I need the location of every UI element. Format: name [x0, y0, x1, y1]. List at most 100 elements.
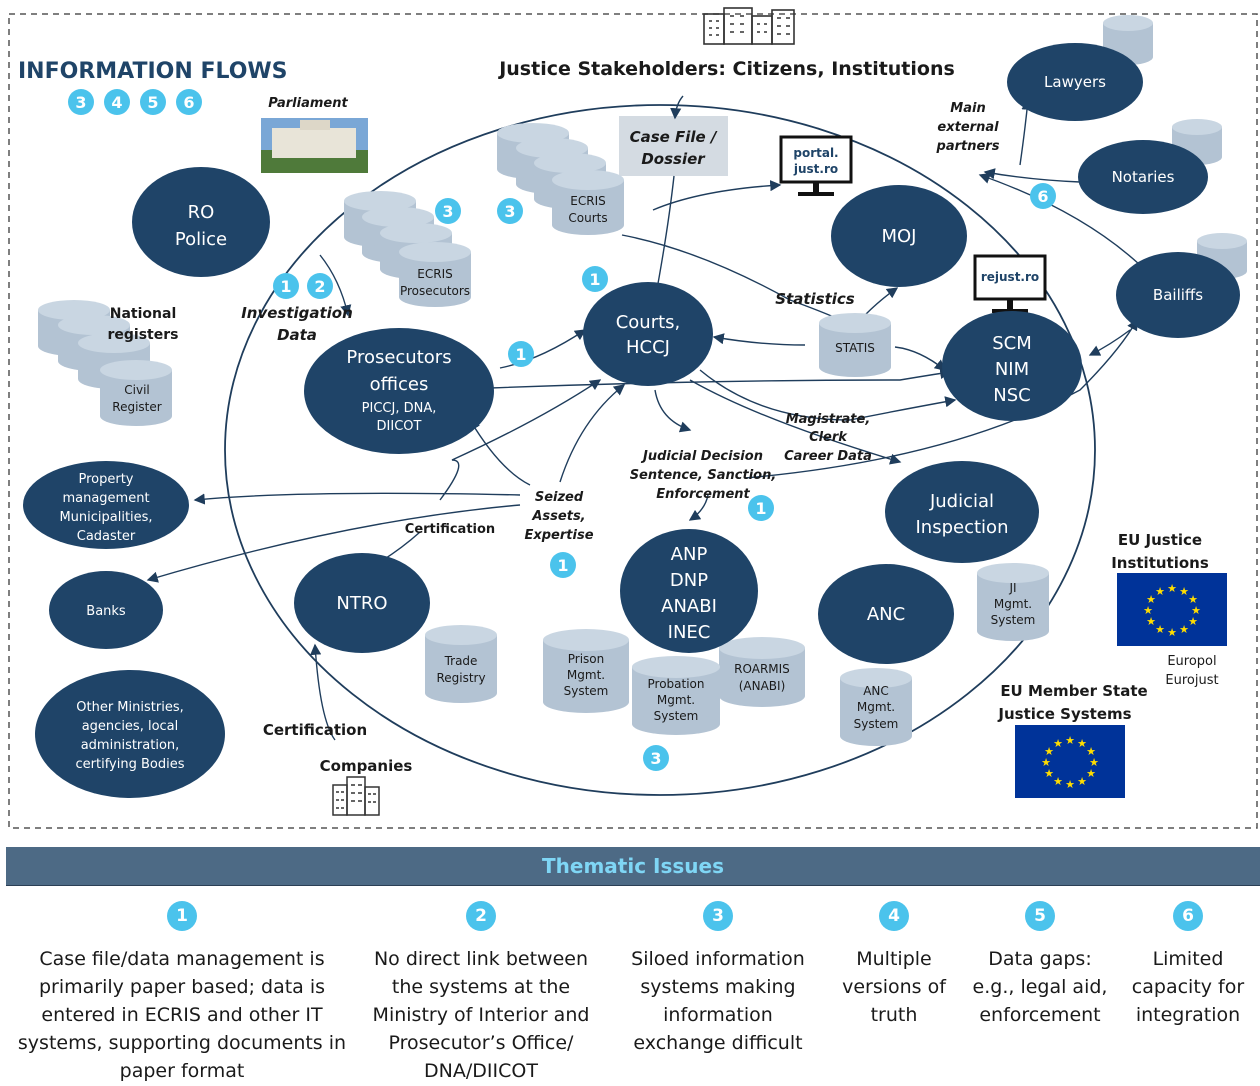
- svg-text:System: System: [991, 613, 1036, 627]
- svg-text:RO: RO: [188, 202, 215, 223]
- issue-text: Limited capacity for integration: [1131, 948, 1245, 1026]
- svg-text:Dossier: Dossier: [641, 150, 706, 168]
- node-judicial-inspection: Judicial Inspection: [885, 461, 1039, 563]
- svg-text:Case File /: Case File /: [630, 128, 718, 146]
- svg-text:Investigation: Investigation: [241, 304, 353, 322]
- svg-text:INEC: INEC: [668, 622, 711, 643]
- svg-text:★: ★: [1155, 585, 1165, 598]
- svg-text:★: ★: [1167, 626, 1177, 639]
- svg-text:Municipalities,: Municipalities,: [59, 510, 152, 525]
- svg-text:★: ★: [1155, 623, 1165, 636]
- svg-text:HCCJ: HCCJ: [626, 337, 670, 358]
- svg-text:1: 1: [589, 270, 600, 289]
- national-registers-database: Civil Register: [38, 300, 172, 426]
- issue-number-badge: 6: [1173, 901, 1203, 931]
- node-scm-nim-nsc: SCM NIM NSC: [942, 311, 1082, 421]
- svg-text:System: System: [564, 684, 609, 698]
- svg-text:Europol: Europol: [1167, 654, 1216, 669]
- svg-text:Inspection: Inspection: [916, 517, 1009, 538]
- svg-text:EU Member State: EU Member State: [1000, 682, 1147, 700]
- svg-text:just.ro: just.ro: [793, 162, 838, 176]
- svg-text:ANP: ANP: [671, 544, 708, 565]
- issue-text: Data gaps: e.g., legal aid, enforcement: [972, 948, 1108, 1026]
- eu-flag-icon: ★★★★★★★★★★★★: [1117, 573, 1227, 646]
- svg-text:PICCJ, DNA,: PICCJ, DNA,: [362, 401, 437, 416]
- svg-text:Other Ministries,: Other Ministries,: [76, 700, 183, 715]
- node-moj: MOJ: [831, 185, 967, 287]
- svg-text:★: ★: [1146, 593, 1156, 606]
- node-ntro: NTRO: [294, 553, 430, 653]
- svg-text:Mgmt.: Mgmt.: [567, 668, 605, 682]
- node-ro-police: RO Police: [132, 167, 270, 277]
- svg-text:Courts: Courts: [568, 211, 607, 225]
- svg-text:Seized: Seized: [535, 490, 584, 505]
- node-courts-hccj: Courts, HCCJ: [583, 282, 713, 386]
- svg-text:Mgmt.: Mgmt.: [657, 693, 695, 707]
- svg-text:Lawyers: Lawyers: [1044, 73, 1106, 91]
- svg-text:Mgmt.: Mgmt.: [857, 700, 895, 714]
- svg-text:Prison: Prison: [568, 652, 605, 666]
- svg-text:portal.: portal.: [793, 146, 838, 160]
- companies-building-icon: [332, 776, 380, 816]
- svg-text:Expertise: Expertise: [524, 528, 593, 543]
- svg-text:STATIS: STATIS: [835, 341, 875, 355]
- svg-text:★: ★: [1179, 623, 1189, 636]
- issue-text: No direct link between the systems at th…: [372, 948, 590, 1082]
- issue-text: Case file/data management is primarily p…: [17, 948, 347, 1082]
- eu-member-flag-icon: ★★★★★★★★★★★★: [1015, 725, 1125, 798]
- svg-text:Companies: Companies: [320, 757, 413, 775]
- svg-text:ECRIS: ECRIS: [417, 267, 452, 281]
- node-banks: Banks: [49, 571, 163, 649]
- issue-text: Multiple versions of truth: [842, 948, 946, 1026]
- svg-text:Trade: Trade: [444, 654, 478, 668]
- svg-text:EU Justice: EU Justice: [1118, 531, 1202, 549]
- svg-text:ANABI: ANABI: [661, 596, 717, 617]
- svg-text:5: 5: [147, 93, 158, 112]
- svg-text:★: ★: [1065, 734, 1075, 747]
- svg-text:★: ★: [1191, 604, 1201, 617]
- svg-text:Career Data: Career Data: [784, 449, 872, 464]
- svg-text:Bailiffs: Bailiffs: [1153, 286, 1203, 304]
- svg-text:★: ★: [1077, 775, 1087, 788]
- svg-text:Clerk: Clerk: [809, 430, 848, 445]
- svg-text:agencies, local: agencies, local: [82, 719, 179, 734]
- svg-text:Mgmt.: Mgmt.: [994, 597, 1032, 611]
- svg-text:Cadaster: Cadaster: [77, 529, 136, 544]
- svg-text:Statistics: Statistics: [775, 290, 855, 308]
- node-bailiffs: Bailiffs: [1116, 252, 1240, 338]
- svg-text:Prosecutors: Prosecutors: [346, 347, 451, 368]
- svg-text:4: 4: [111, 93, 122, 112]
- svg-text:Property: Property: [78, 472, 133, 487]
- issue-number-badge: 3: [703, 901, 733, 931]
- svg-text:rejust.ro: rejust.ro: [981, 270, 1039, 284]
- portal-monitor-icon: portal. just.ro: [779, 135, 853, 196]
- svg-text:★: ★: [1089, 756, 1099, 769]
- anc-mgmt-database: ANC Mgmt. System: [840, 668, 912, 746]
- svg-text:National: National: [110, 306, 177, 322]
- svg-text:Data: Data: [277, 326, 317, 344]
- svg-text:3: 3: [504, 202, 515, 221]
- svg-text:NIM: NIM: [995, 359, 1029, 380]
- svg-text:★: ★: [1188, 615, 1198, 628]
- svg-text:Police: Police: [175, 229, 227, 250]
- svg-text:registers: registers: [108, 327, 179, 343]
- svg-text:System: System: [654, 709, 699, 723]
- svg-text:★: ★: [1179, 585, 1189, 598]
- svg-text:★: ★: [1044, 767, 1054, 780]
- svg-text:6: 6: [183, 93, 194, 112]
- flow-number-badges: 3 4 5 6: [68, 89, 202, 115]
- svg-text:Magistrate,: Magistrate,: [786, 412, 871, 427]
- statis-database: STATIS: [819, 313, 891, 377]
- rejust-monitor-icon: rejust.ro: [973, 254, 1047, 313]
- svg-text:★: ★: [1041, 756, 1051, 769]
- svg-text:Courts,: Courts,: [616, 312, 681, 333]
- svg-text:★: ★: [1077, 737, 1087, 750]
- issue-number-badge: 1: [167, 901, 197, 931]
- svg-text:external: external: [937, 120, 999, 135]
- parliament-label: Parliament: [268, 96, 348, 111]
- svg-text:SCM: SCM: [992, 333, 1032, 354]
- svg-text:ECRIS: ECRIS: [570, 194, 605, 208]
- svg-text:Probation: Probation: [648, 677, 705, 691]
- node-prosecutors-offices: Prosecutors offices PICCJ, DNA, DIICOT: [304, 328, 494, 454]
- diagram-title: INFORMATION FLOWS: [18, 59, 288, 84]
